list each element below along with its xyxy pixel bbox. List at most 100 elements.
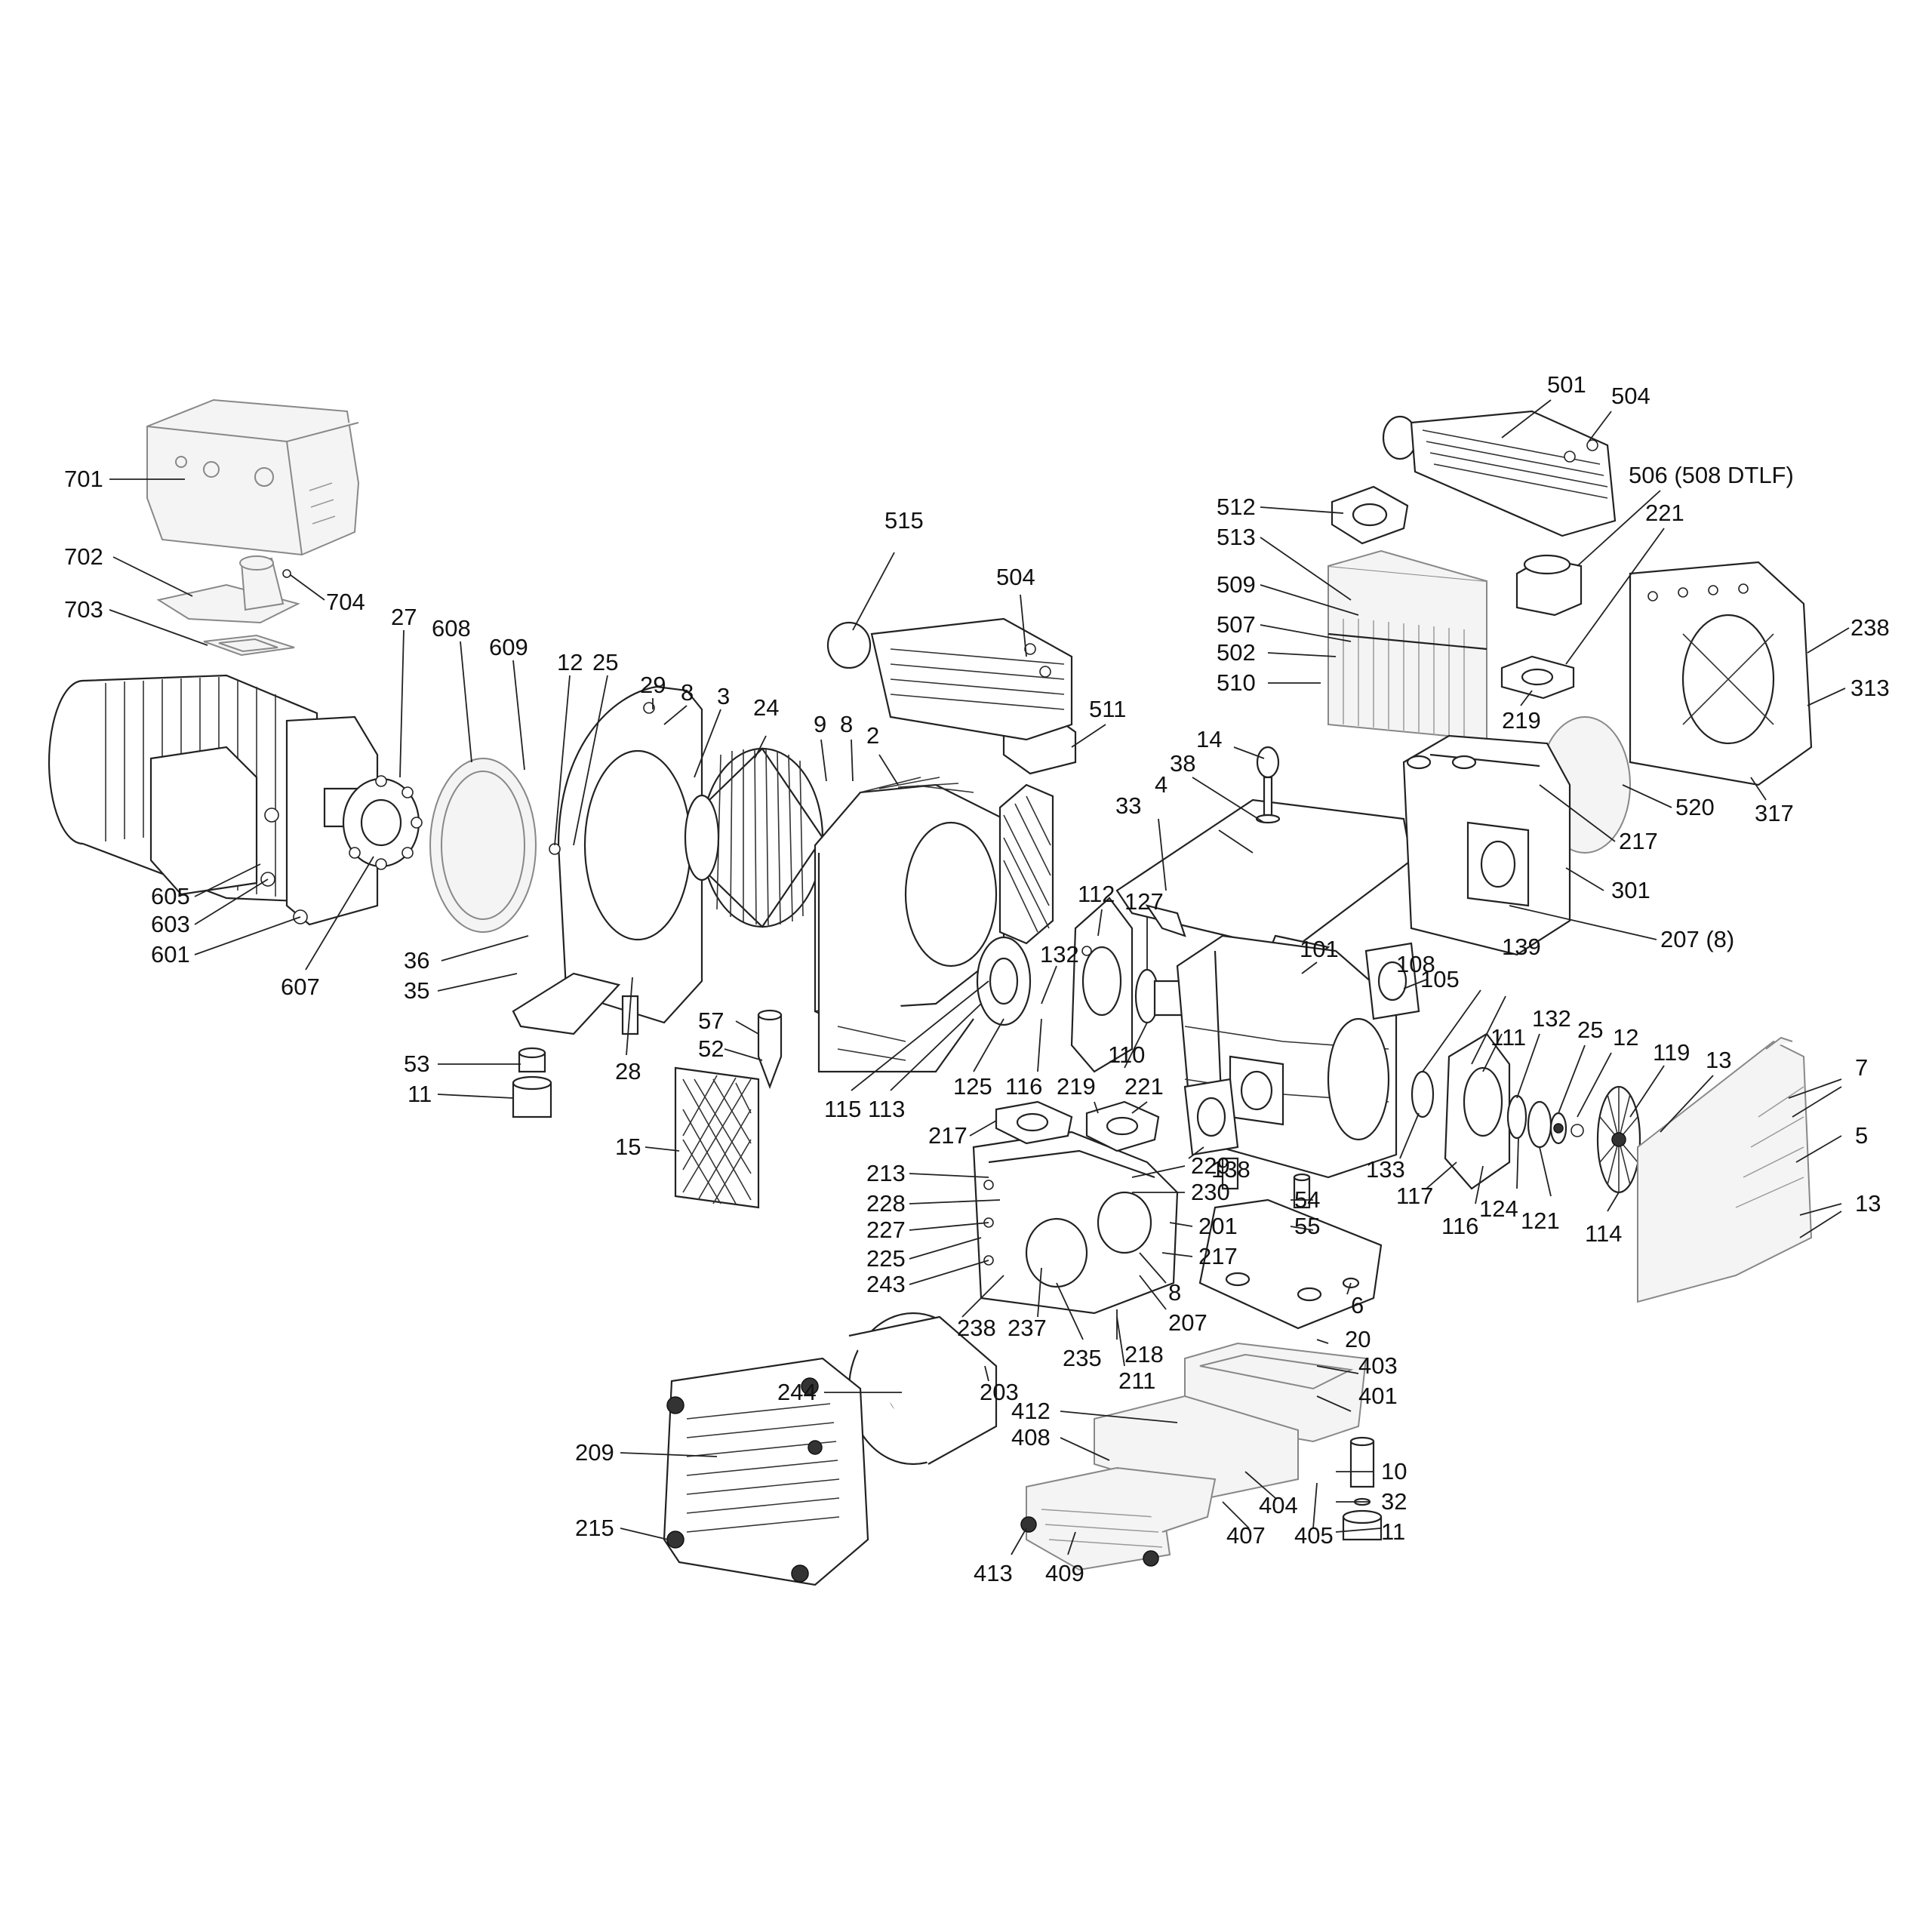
flange-219-lower bbox=[1085, 1100, 1160, 1152]
callout-520: 520 bbox=[1675, 794, 1715, 820]
callout-12-b: 12 bbox=[1613, 1024, 1638, 1051]
callout-609: 609 bbox=[489, 634, 528, 660]
callout-6: 6 bbox=[1351, 1292, 1364, 1318]
callout-219-a: 219 bbox=[1057, 1073, 1096, 1100]
callout-701: 701 bbox=[64, 466, 103, 492]
callout-238-a: 238 bbox=[1850, 614, 1890, 641]
callout-207-8: 207 (8) bbox=[1660, 926, 1734, 952]
callout-412: 412 bbox=[1011, 1398, 1051, 1424]
callout-125: 125 bbox=[953, 1073, 992, 1100]
callout-114: 114 bbox=[1585, 1220, 1622, 1247]
callout-113: 113 bbox=[868, 1096, 905, 1122]
silencer-501 bbox=[1382, 410, 1617, 537]
callout-117: 117 bbox=[1396, 1183, 1433, 1209]
callout-506: 506 (508 DTLF) bbox=[1629, 462, 1794, 488]
callout-509: 509 bbox=[1217, 571, 1256, 598]
callout-15: 15 bbox=[615, 1134, 641, 1160]
gasket-703 bbox=[203, 634, 295, 657]
callout-213: 213 bbox=[866, 1160, 906, 1186]
callout-608: 608 bbox=[432, 615, 471, 641]
callout-25-left: 25 bbox=[592, 649, 618, 675]
foot-stack-10 bbox=[1342, 1436, 1383, 1541]
end-cover-313 bbox=[1629, 561, 1813, 786]
callout-138: 138 bbox=[1211, 1156, 1251, 1183]
valve-57 bbox=[757, 1009, 783, 1090]
callout-3: 3 bbox=[717, 683, 730, 709]
callout-54: 54 bbox=[1294, 1186, 1320, 1213]
callout-221-b: 221 bbox=[1645, 500, 1684, 526]
fan-housing-3 bbox=[512, 685, 703, 1035]
callout-209: 209 bbox=[575, 1439, 614, 1466]
flange-219 bbox=[1500, 655, 1575, 700]
callout-504-b: 504 bbox=[1611, 383, 1651, 409]
callout-413: 413 bbox=[974, 1560, 1013, 1586]
callout-8-a: 8 bbox=[681, 679, 694, 706]
callout-132-a: 132 bbox=[1040, 941, 1079, 968]
rubber-foot-11 bbox=[512, 1075, 552, 1118]
callout-313: 313 bbox=[1850, 675, 1890, 701]
callout-504-a: 504 bbox=[996, 564, 1035, 590]
flange-217 bbox=[995, 1100, 1073, 1145]
callout-55: 55 bbox=[1294, 1213, 1320, 1239]
rubber-foot-53 bbox=[518, 1047, 546, 1073]
callout-409: 409 bbox=[1045, 1560, 1084, 1586]
callout-57: 57 bbox=[698, 1008, 724, 1034]
callout-11-a: 11 bbox=[408, 1081, 432, 1107]
callout-235: 235 bbox=[1063, 1345, 1102, 1371]
callout-317: 317 bbox=[1755, 800, 1794, 826]
callout-121: 121 bbox=[1521, 1208, 1560, 1234]
callout-217-c: 217 bbox=[1198, 1243, 1238, 1269]
callout-105: 105 bbox=[1420, 966, 1460, 992]
adapter-702 bbox=[156, 555, 300, 624]
drive-module-701 bbox=[146, 398, 360, 556]
callout-24: 24 bbox=[753, 694, 779, 721]
callout-110: 110 bbox=[1108, 1041, 1145, 1068]
callout-502: 502 bbox=[1217, 639, 1256, 666]
callout-237: 237 bbox=[1008, 1315, 1047, 1341]
callout-403: 403 bbox=[1358, 1352, 1398, 1379]
callout-32: 32 bbox=[1381, 1488, 1407, 1515]
base-plate-6 bbox=[1198, 1198, 1383, 1330]
callout-704: 704 bbox=[326, 589, 365, 615]
callout-510: 510 bbox=[1217, 669, 1256, 696]
callout-124: 124 bbox=[1479, 1195, 1518, 1222]
callout-501: 501 bbox=[1547, 371, 1586, 398]
callout-603: 603 bbox=[151, 911, 190, 937]
callout-33: 33 bbox=[1115, 792, 1141, 819]
callout-203: 203 bbox=[980, 1379, 1019, 1405]
callout-4: 4 bbox=[1155, 771, 1168, 798]
callout-12-left: 12 bbox=[557, 649, 583, 675]
callout-405: 405 bbox=[1294, 1522, 1334, 1549]
fan-impeller-24 bbox=[684, 747, 824, 928]
callout-101: 101 bbox=[1300, 936, 1339, 962]
callout-507: 507 bbox=[1217, 611, 1256, 638]
callout-407: 407 bbox=[1226, 1522, 1266, 1549]
callout-221-a: 221 bbox=[1124, 1073, 1164, 1100]
callout-13-b: 13 bbox=[1855, 1190, 1881, 1217]
callout-116-b: 116 bbox=[1441, 1213, 1478, 1239]
silencer-housing-515 bbox=[826, 617, 1073, 741]
callout-9: 9 bbox=[814, 711, 826, 737]
callout-25-b: 25 bbox=[1577, 1017, 1603, 1043]
callout-404: 404 bbox=[1259, 1492, 1298, 1518]
callout-11-b: 11 bbox=[1381, 1518, 1405, 1545]
callout-512: 512 bbox=[1217, 494, 1256, 520]
callout-215: 215 bbox=[575, 1515, 614, 1541]
callout-217-b: 217 bbox=[928, 1122, 968, 1149]
callout-702: 702 bbox=[64, 543, 103, 570]
callout-119: 119 bbox=[1653, 1039, 1690, 1066]
callout-515: 515 bbox=[884, 507, 924, 534]
callout-36: 36 bbox=[404, 947, 429, 974]
callout-52: 52 bbox=[698, 1035, 724, 1062]
leader-lines bbox=[109, 399, 1850, 1555]
callout-511: 511 bbox=[1089, 696, 1126, 722]
flange-512 bbox=[1331, 485, 1409, 545]
gear-125 bbox=[976, 936, 1032, 1026]
callout-27: 27 bbox=[391, 604, 417, 630]
housing-301 bbox=[1402, 734, 1571, 956]
bearing-plate-112 bbox=[1070, 897, 1134, 1073]
callout-605: 605 bbox=[151, 883, 190, 909]
end-plate-117 bbox=[1411, 1032, 1584, 1190]
callout-116-a: 116 bbox=[1005, 1073, 1042, 1100]
